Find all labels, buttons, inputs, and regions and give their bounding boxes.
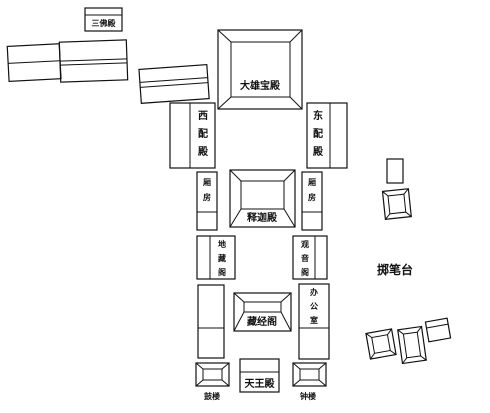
svg-text:藏: 藏 [218, 253, 226, 263]
guanyin-pavilion: 观 音 阁 [292, 235, 328, 280]
east-side-hall: 东 配 殿 [306, 102, 348, 169]
tianwang-label: 天王殿 [245, 378, 276, 390]
west-side-hall: 西 配 殿 [169, 102, 216, 169]
left-wing-room: 厢 房 [196, 171, 218, 231]
svg-text:配: 配 [198, 128, 208, 140]
svg-text:殿: 殿 [312, 146, 324, 158]
top-left-building [6, 39, 129, 83]
cangjing-label: 藏经阁 [247, 315, 277, 328]
svg-text:阁: 阁 [301, 267, 309, 277]
svg-text:阁: 阁 [218, 267, 226, 277]
southwest-building [197, 284, 225, 359]
right-wing-room: 厢 房 [301, 171, 323, 231]
svg-text:房: 房 [308, 192, 316, 202]
svg-text:厢: 厢 [308, 178, 316, 187]
svg-text:房: 房 [203, 192, 211, 202]
svg-text:观: 观 [301, 240, 309, 249]
svg-text:音: 音 [301, 253, 309, 263]
shijia-label: 释迦殿 [247, 211, 278, 224]
gulou-label: 鼓楼 [204, 391, 220, 401]
southeast-buildings [365, 317, 452, 365]
dizang-pavilion: 地 藏 阁 [196, 235, 236, 280]
sanfo-label: 三佛殿 [92, 18, 117, 28]
svg-text:配: 配 [313, 128, 323, 140]
zhibitai-label: 掷笔台 [377, 262, 413, 277]
bell-tower: 钟楼 [292, 362, 327, 401]
daxiong-hall: 大雄宝殿 [217, 29, 303, 110]
office: 办 公 室 [298, 283, 330, 360]
tilted-building [138, 64, 210, 104]
zhonglou-label: 钟楼 [300, 391, 316, 401]
svg-text:西: 西 [198, 110, 208, 122]
svg-text:地: 地 [218, 239, 226, 249]
daxiong-label: 大雄宝殿 [240, 79, 281, 92]
svg-text:厢: 厢 [203, 178, 211, 187]
svg-text:东: 东 [313, 109, 323, 122]
zhibitai-tower [386, 158, 404, 184]
svg-text:室: 室 [310, 315, 318, 325]
shijia-hall: 释迦殿 [229, 169, 296, 228]
sanfo-hall: 三佛殿 [84, 7, 123, 32]
drum-tower: 鼓楼 [195, 362, 230, 401]
zhibitai-pavilion [381, 188, 412, 220]
tianwang-hall: 天王殿 [239, 358, 280, 393]
svg-text:办: 办 [310, 287, 318, 297]
svg-text:公: 公 [310, 302, 318, 311]
cangjing-pavilion: 藏经阁 [233, 292, 292, 332]
svg-text:殿: 殿 [197, 146, 209, 158]
